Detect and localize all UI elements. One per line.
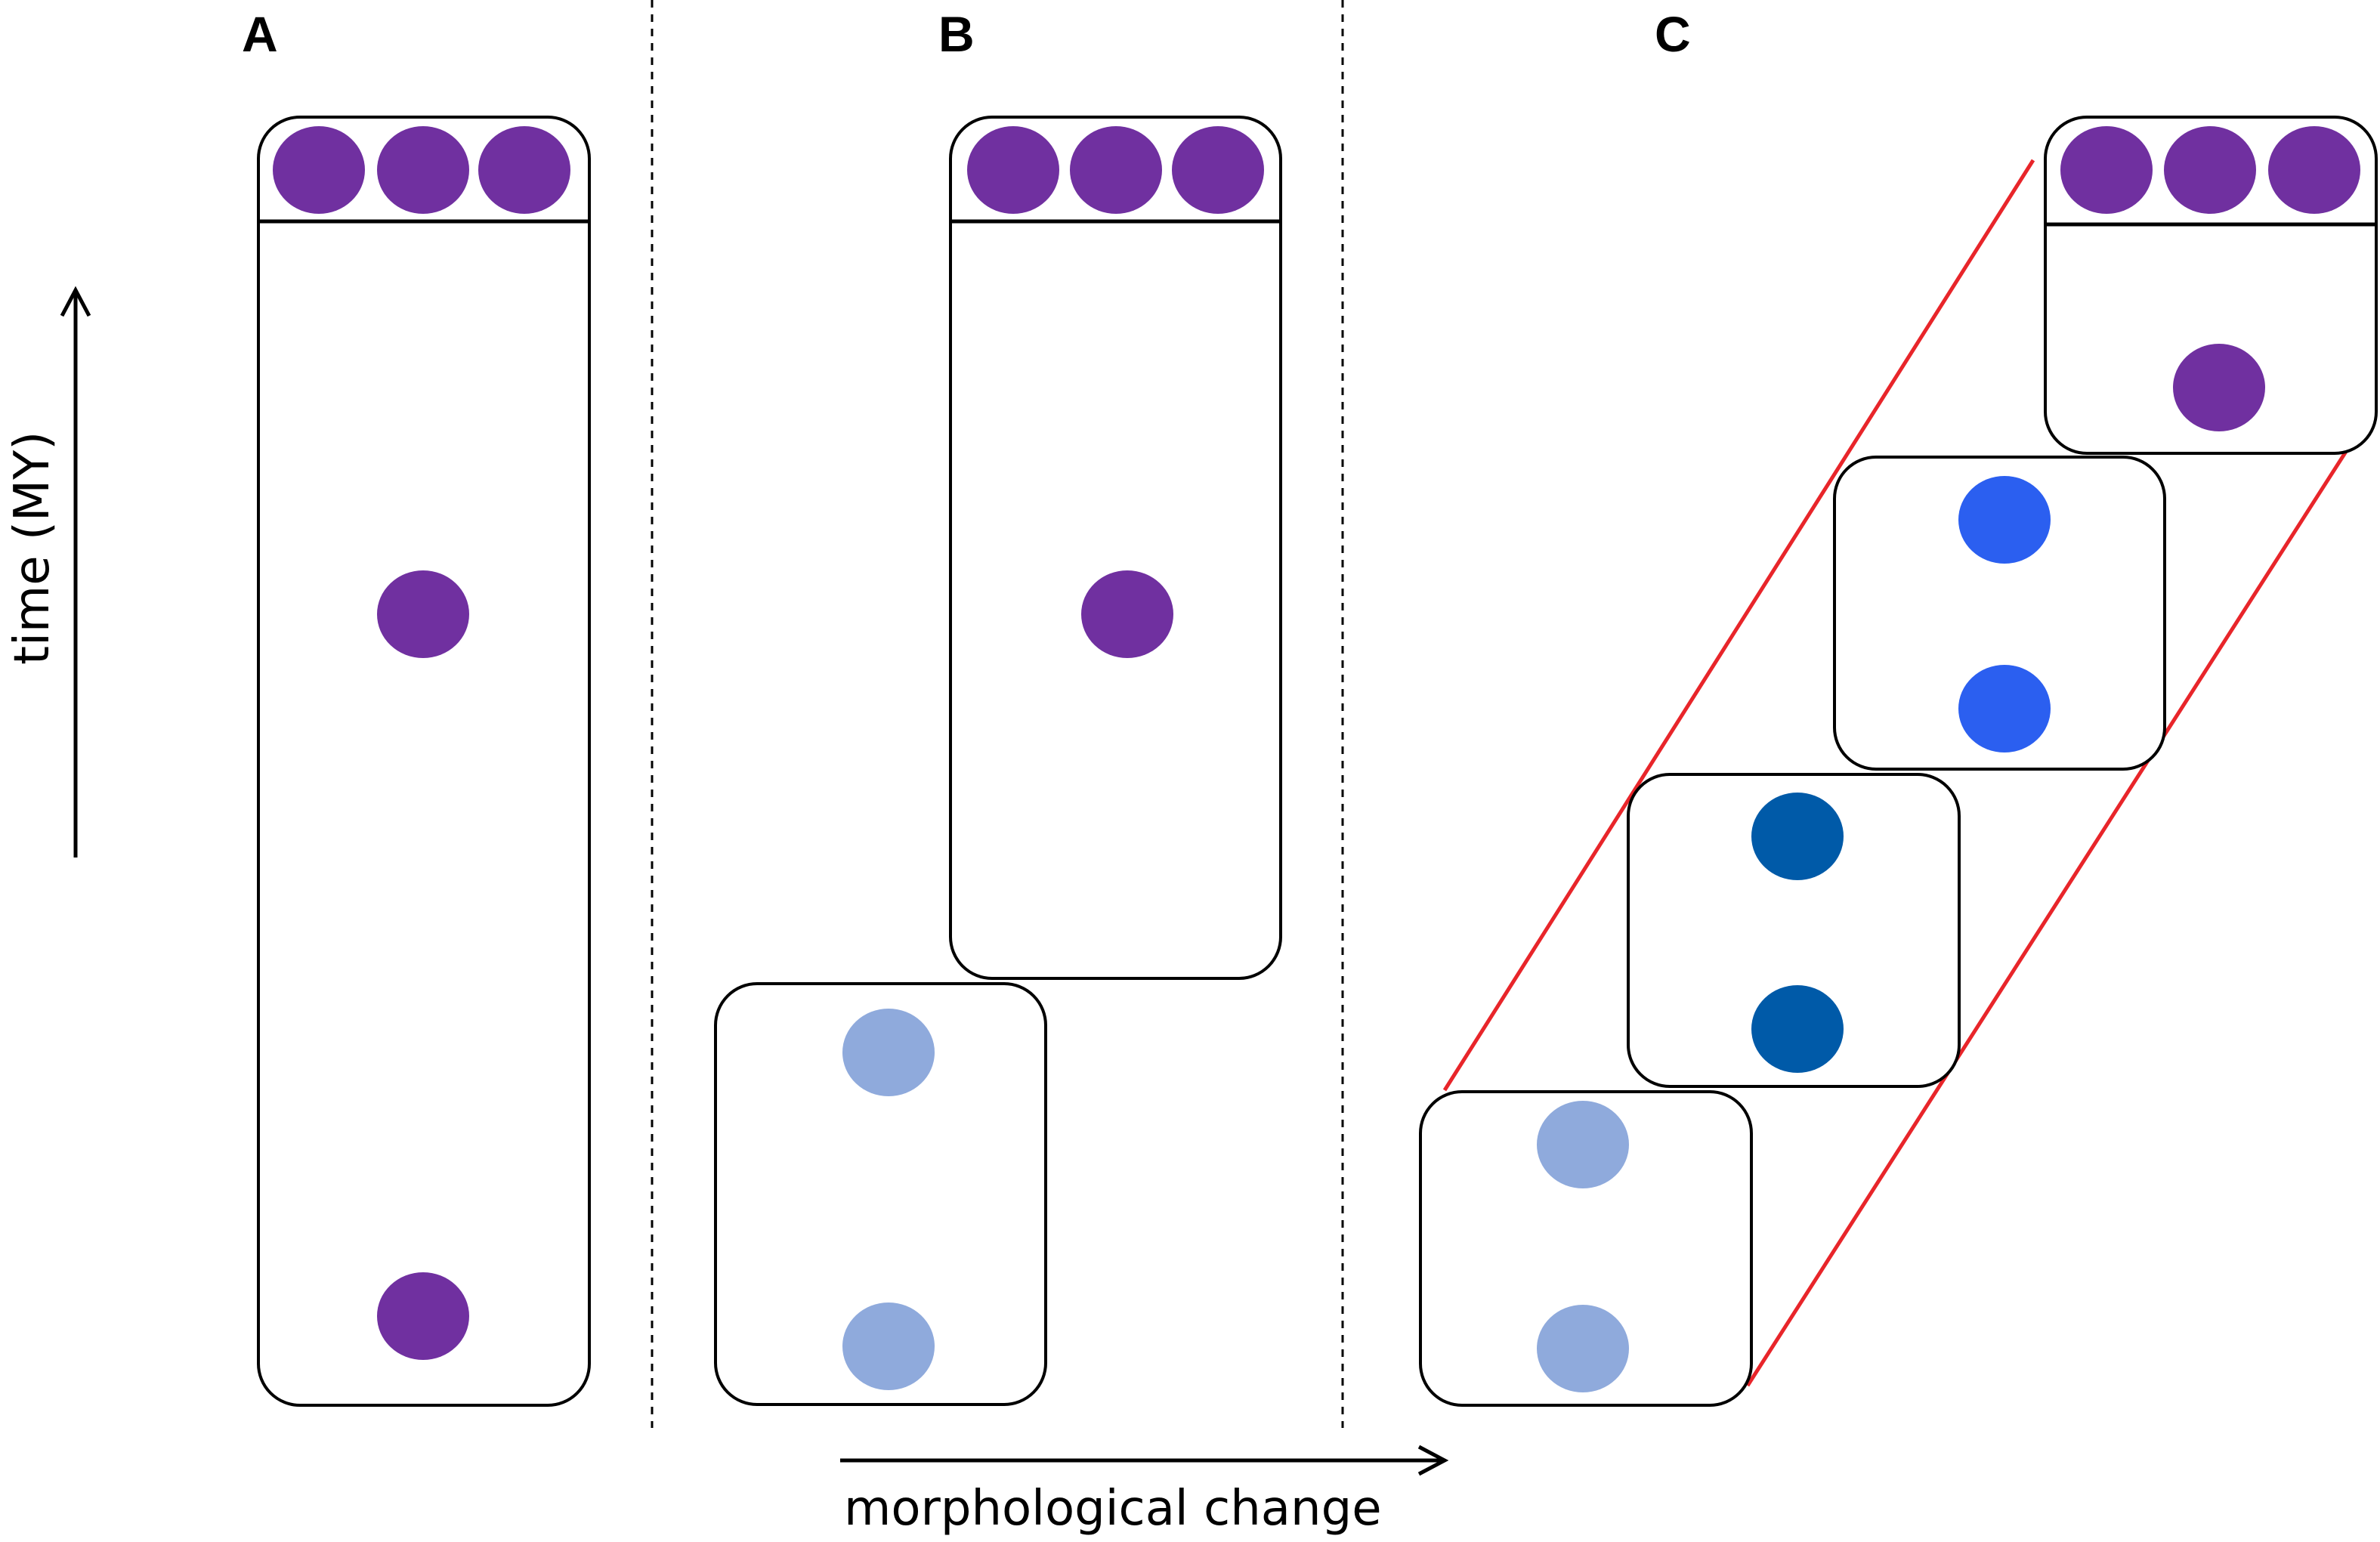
panel-a-extant-specimen-3 xyxy=(478,126,570,214)
panel-c xyxy=(1419,116,2378,1407)
panel-label-b: B xyxy=(938,6,975,62)
panel-b-fossil-specimen-lightblue-2 xyxy=(842,1303,935,1390)
panel-b-extant-specimen-3 xyxy=(1172,126,1264,214)
morphology-axis: morphological change xyxy=(840,1445,1449,1537)
panel-c-stage-2-box xyxy=(1627,773,1961,1088)
panel-c-stage-1-specimen-1 xyxy=(1537,1101,1629,1188)
panel-a xyxy=(257,116,591,1407)
panel-b-descendant-box xyxy=(949,116,1282,980)
panel-a-extant-specimen-2 xyxy=(377,126,469,214)
panel-c-stage-1-specimen-2 xyxy=(1537,1305,1629,1392)
panel-b-fossil-specimen-lightblue-1 xyxy=(842,1009,935,1096)
time-axis: time (MY) xyxy=(5,286,91,858)
panel-c-stage-2-specimen-2 xyxy=(1751,985,1844,1073)
panel-c-extant-specimen-2 xyxy=(2164,126,2256,214)
time-axis-arrowhead xyxy=(60,286,91,317)
lineage-envelope-right xyxy=(1745,447,2351,1387)
morphology-axis-arrowhead xyxy=(1417,1445,1449,1476)
panel-b xyxy=(714,116,1282,1406)
panel-c-stage-3-specimen-1 xyxy=(1958,476,2051,564)
panel-c-stage-1-box xyxy=(1419,1090,1753,1407)
panel-c-extant-specimen-3 xyxy=(2268,126,2360,214)
panel-a-fossil-specimen-2 xyxy=(377,1272,469,1360)
panel-label-c: C xyxy=(1655,6,1691,62)
panel-a-fossil-specimen-1 xyxy=(377,570,469,658)
panel-c-stage-3-box xyxy=(1833,456,2166,771)
panel-c-extant-specimen-1 xyxy=(2060,126,2153,214)
time-axis-label: time (MY) xyxy=(5,431,60,665)
panel-a-extant-specimen-1 xyxy=(273,126,365,214)
panel-b-extant-specimen-1 xyxy=(967,126,1059,214)
lineage-envelope-left xyxy=(1442,159,2035,1092)
panel-c-stage-2-specimen-1 xyxy=(1751,793,1844,880)
morphology-axis-label: morphological change xyxy=(844,1481,1382,1537)
panel-b-extant-specimen-2 xyxy=(1070,126,1162,214)
panel-label-a: A xyxy=(242,6,278,62)
panel-c-stage-3-specimen-2 xyxy=(1958,665,2051,752)
panel-c-stage-4-fossil-specimen xyxy=(2173,344,2265,431)
panel-b-ancestor-box xyxy=(714,982,1047,1406)
panel-a-species-box xyxy=(257,116,591,1407)
panel-b-fossil-specimen-purple xyxy=(1081,570,1173,658)
